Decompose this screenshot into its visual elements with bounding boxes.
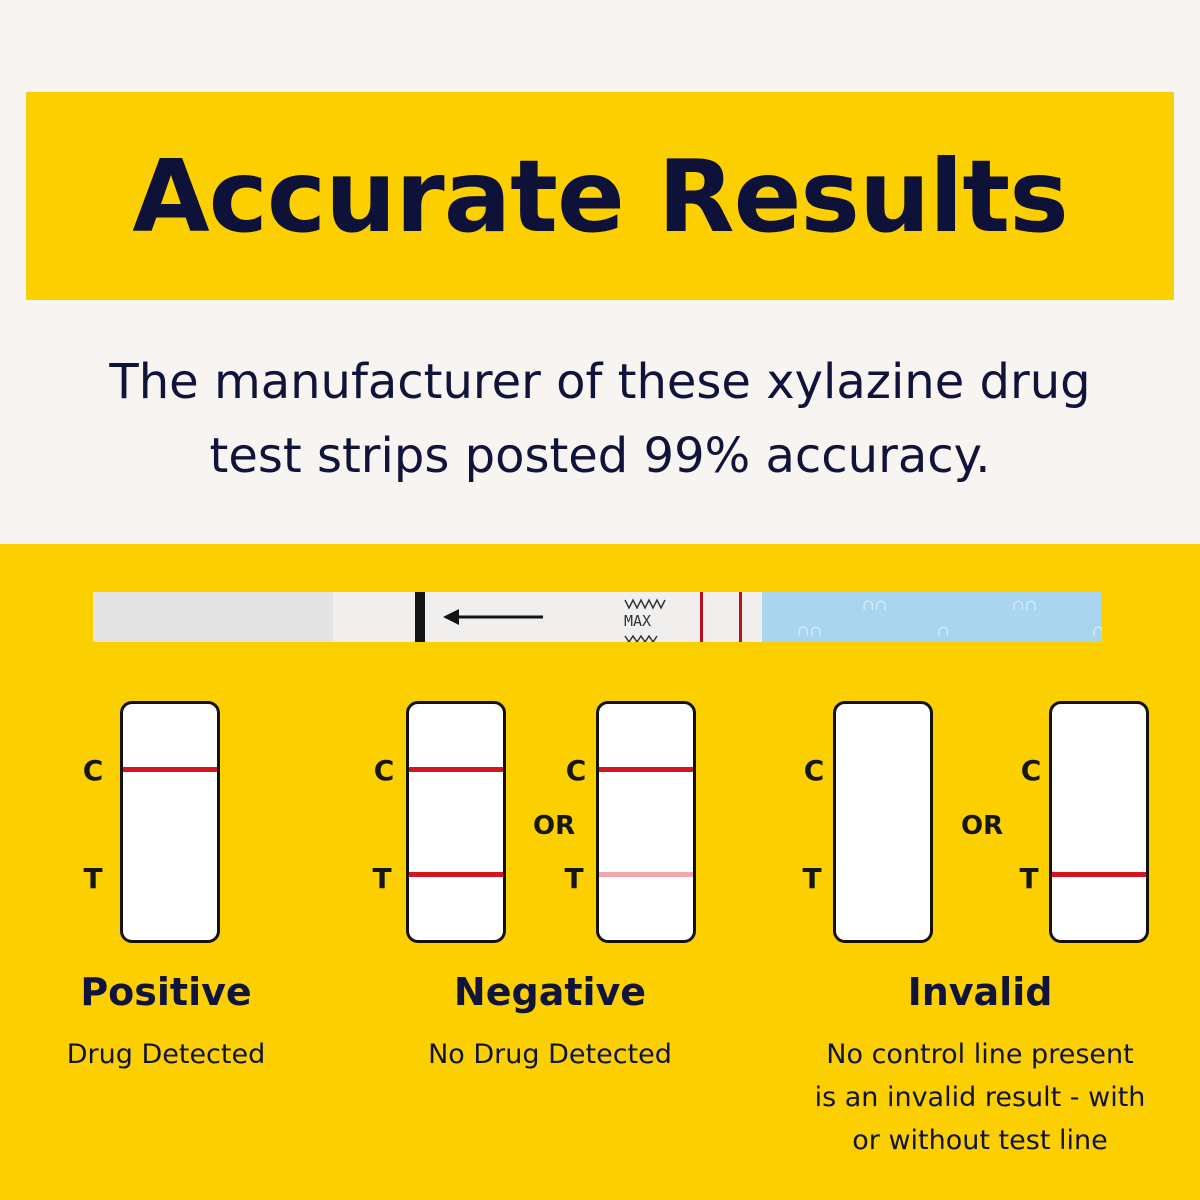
invalid-description-line-1: No control line present bbox=[826, 1039, 1134, 1070]
negative-title: Negative bbox=[453, 970, 647, 1014]
or-label: OR bbox=[533, 811, 576, 841]
invalid-description: No control line present is an invalid re… bbox=[790, 1033, 1170, 1162]
test-label: T bbox=[802, 862, 822, 895]
test-line bbox=[409, 872, 503, 877]
control-line bbox=[123, 767, 217, 772]
test-label: T bbox=[372, 862, 392, 895]
subtitle-line-2: test strips posted 99% accuracy. bbox=[209, 428, 991, 484]
strip-test-line bbox=[739, 592, 742, 642]
positive-description: Drug Detected bbox=[66, 1039, 266, 1070]
test-line bbox=[1052, 872, 1146, 877]
invalid-description-line-3: or without test line bbox=[852, 1125, 1108, 1156]
arrow-left-icon bbox=[443, 609, 543, 625]
page-title: Accurate Results bbox=[132, 137, 1069, 255]
test-label: T bbox=[1019, 862, 1039, 895]
control-label: C bbox=[803, 754, 825, 787]
max-line-bar bbox=[415, 592, 425, 642]
positive-title: Positive bbox=[80, 970, 252, 1014]
or-label: OR bbox=[961, 811, 1004, 841]
invalid-description-line-2: is an invalid result - with bbox=[814, 1082, 1146, 1113]
faint-test-line bbox=[599, 872, 693, 877]
subtitle-line-1: The manufacturer of these xylazine drug bbox=[109, 354, 1091, 410]
strip-control-line bbox=[700, 592, 703, 642]
invalid-title: Invalid bbox=[907, 970, 1053, 1014]
test-strip-photo: MAX ∩∩ ∩∩ ∩∩ ∩∩ ∩ ∩∩ bbox=[93, 592, 1102, 642]
invalid-cassette-blank bbox=[833, 701, 933, 943]
strip-printed-code: MAX bbox=[624, 598, 666, 642]
strip-handle-end bbox=[93, 592, 333, 642]
positive-cassette bbox=[120, 701, 220, 943]
control-label: C bbox=[1020, 754, 1042, 787]
invalid-cassette-test-only bbox=[1049, 701, 1149, 943]
negative-cassette-strong bbox=[406, 701, 506, 943]
subtitle: The manufacturer of these xylazine drug … bbox=[40, 345, 1160, 493]
control-label: C bbox=[565, 754, 587, 787]
strip-code-text: MAX bbox=[624, 612, 651, 630]
sample-pad: ∩∩ ∩∩ ∩∩ ∩∩ ∩ ∩∩ bbox=[762, 592, 1102, 642]
negative-cassette-faint bbox=[596, 701, 696, 943]
control-label: C bbox=[82, 754, 104, 787]
test-label: T bbox=[564, 862, 584, 895]
title-banner: Accurate Results bbox=[26, 92, 1174, 300]
control-line bbox=[599, 767, 693, 772]
control-line bbox=[409, 767, 503, 772]
control-label: C bbox=[373, 754, 395, 787]
negative-description: No Drug Detected bbox=[428, 1039, 672, 1070]
test-label: T bbox=[83, 862, 103, 895]
